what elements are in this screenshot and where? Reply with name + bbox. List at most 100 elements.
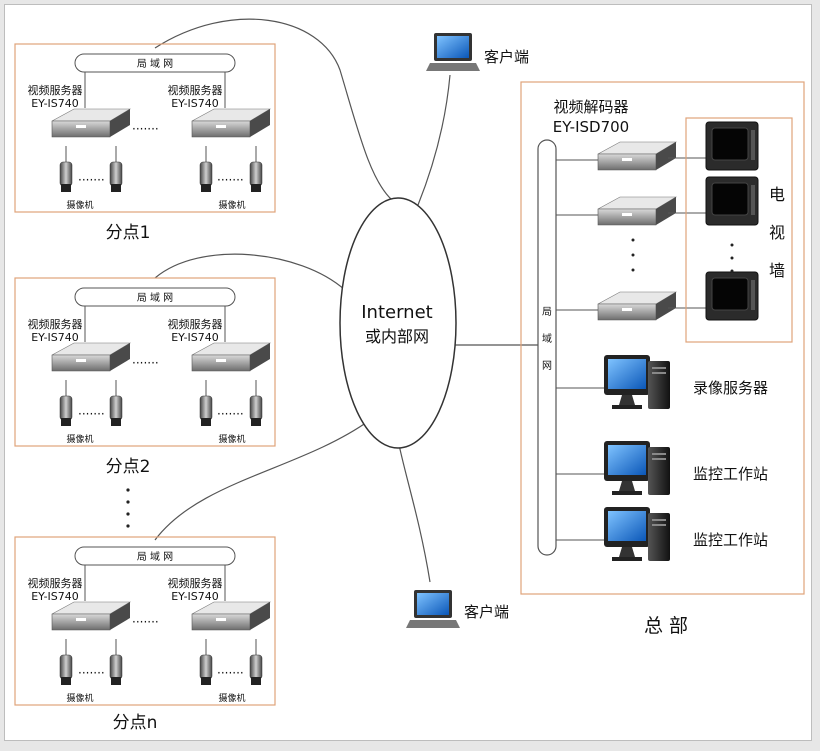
server-label-right: 视频服务器 [168,576,223,590]
tv-wall-char-1: 电 [769,185,785,204]
camera-ellipsis: ······· [78,173,105,187]
desktop-computer-icon [604,507,670,561]
lan-bar [74,287,236,307]
connection-lines [154,18,545,583]
camera-ellipsis: ······· [217,407,244,421]
link-branch1-internet [154,18,393,201]
camera-icon [59,146,73,192]
link-client2-internet [397,439,431,583]
decoder-label: 视频解码器 [553,98,628,116]
tv-dot [730,269,734,273]
camera-label-left: 摄像机 [66,692,93,704]
lan-bar [74,546,236,566]
internet-cloud: Internet 或内部网 [339,197,457,449]
camera-ellipsis: ······· [78,666,105,680]
branch-box [14,277,276,447]
server-model-left: EY-IS740 [31,590,79,603]
server-ellipsis: ······· [132,122,159,136]
lan-label: 局 域 网 [137,550,173,563]
server-model-left: EY-IS740 [31,331,79,344]
client-label-top: 客户端 [484,48,529,66]
branch-group-2: 局 域 网视频服务器EY-IS740视频服务器EY-IS740·········… [14,277,276,447]
server-label-right: 视频服务器 [168,317,223,331]
more-branches-dots [126,488,130,528]
camera-ellipsis: ······· [217,666,244,680]
link-branchn-internet [154,419,371,541]
video-server-left [51,108,132,138]
camera-icon [109,639,123,685]
tv-monitor-icon [705,121,759,171]
video-server-right [191,108,272,138]
server-model-right: EY-IS740 [171,590,219,603]
decoder-column [556,141,706,321]
camera-icon [199,639,213,685]
branch-name-1: 分点1 [106,223,151,243]
camera-ellipsis: ······· [217,173,244,187]
hq-lan-char-2: 域 [542,332,552,345]
server-label-right: 视频服务器 [168,83,223,97]
desktop-computer-icon [604,355,670,409]
server-ellipsis: ······· [132,615,159,629]
video-server-left [51,342,132,372]
branch-box [14,43,276,213]
camera-label-left: 摄像机 [66,199,93,211]
server-ellipsis: ······· [132,356,159,370]
desktop-computer-icon [604,441,670,495]
server-label-left: 视频服务器 [28,576,83,590]
decoder-dot [631,268,635,272]
client-laptop-top: 客户端 [426,33,529,71]
lan-label: 局 域 网 [137,57,173,70]
computer-label: 监控工作站 [693,465,768,483]
tv-wall-char-2: 视 [769,223,785,242]
computer-label: 监控工作站 [693,531,768,549]
camera-label-right: 摄像机 [218,199,245,211]
branch-box [14,536,276,706]
tv-dot [730,243,734,247]
camera-icon [249,639,263,685]
client-label-bottom: 客户端 [464,603,509,621]
internet-label: Internet [361,302,432,323]
tv-wall-char-3: 墙 [769,261,785,280]
decoder-dot [631,238,635,242]
tv-monitor-icon [705,176,759,226]
branch-group-n: 局 域 网视频服务器EY-IS740视频服务器EY-IS740·········… [14,536,276,706]
branch-name-2: 分点2 [106,457,151,477]
hq-lan-char-1: 局 [542,306,552,318]
internet-sublabel: 或内部网 [365,327,429,346]
camera-icon [199,146,213,192]
computer-label: 录像服务器 [693,379,768,397]
hq-lan-bar [537,139,557,556]
hq-group: 视频解码器 EY-ISD700 局 域 网 电 视 墙 录像服务器监控工作站监控… [520,81,805,637]
video-server-left [51,601,132,631]
link-client1-internet [417,74,451,206]
camera-icon [249,146,263,192]
video-server-right [191,601,272,631]
camera-icon [109,146,123,192]
hq-name: 总 部 [644,615,688,637]
hq-box [520,81,805,595]
camera-label-right: 摄像机 [218,433,245,445]
tv-wall-box [685,117,793,343]
lan-label: 局 域 网 [137,291,173,304]
branch-name-n: 分点n [113,713,158,733]
server-model-right: EY-IS740 [171,97,219,110]
decoder-dot [631,253,635,257]
branch-group-1: 局 域 网视频服务器EY-IS740视频服务器EY-IS740·········… [14,43,276,213]
decoder-model: EY-ISD700 [553,118,629,136]
laptop-icon [426,33,480,71]
client-laptop-bottom: 客户端 [406,590,509,628]
camera-ellipsis: ······· [78,407,105,421]
video-decoder [597,196,678,226]
link-branch2-internet [154,253,346,291]
camera-label-left: 摄像机 [66,433,93,445]
server-label-left: 视频服务器 [28,83,83,97]
server-label-left: 视频服务器 [28,317,83,331]
video-decoder [597,141,678,171]
camera-icon [249,380,263,426]
laptop-icon [406,590,460,628]
video-server-right [191,342,272,372]
tv-monitor-icon [705,271,759,321]
